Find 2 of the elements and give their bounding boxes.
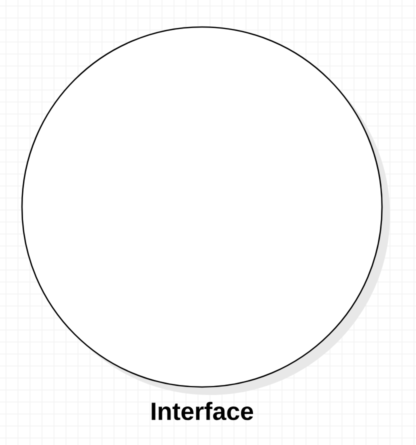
interface-circle bbox=[21, 26, 390, 420]
node-label: Interface bbox=[152, 402, 254, 420]
